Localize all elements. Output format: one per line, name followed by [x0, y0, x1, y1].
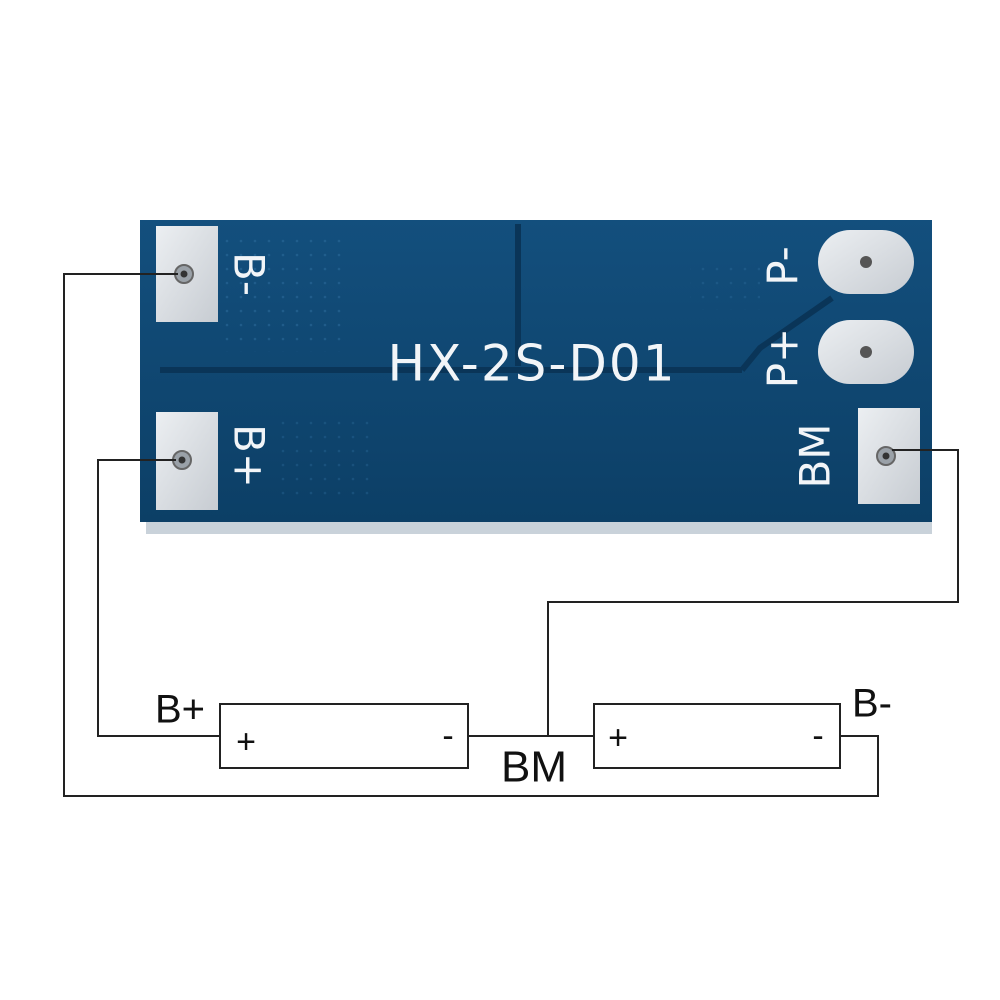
- wiring: [63, 273, 959, 797]
- wire-bm: [547, 449, 959, 736]
- board-model-label: HX-2S-D01: [387, 335, 676, 393]
- via-field-lower: [280, 420, 370, 500]
- via-field-left: [224, 232, 342, 352]
- silk-label-p-minus: P-: [759, 246, 808, 286]
- wire-b-plus: [97, 459, 220, 737]
- silk-label-b-minus: B-: [225, 252, 274, 296]
- silk-label-p-plus: P+: [759, 328, 808, 389]
- pcb-board: B- B+ HX-2S-D01 P- P+ BM: [140, 220, 932, 534]
- label-b-plus: B+: [155, 688, 205, 732]
- cell-negative-sign: -: [442, 717, 453, 755]
- cell-negative-sign: -: [812, 717, 823, 755]
- pcb-edge: [146, 520, 932, 534]
- wire-b-minus: [63, 273, 879, 797]
- cell-body: [219, 703, 469, 769]
- label-bm: BM: [501, 743, 567, 792]
- label-b-minus: B-: [852, 682, 892, 726]
- via-field-right: [690, 260, 760, 310]
- silk-label-bm: BM: [791, 423, 840, 488]
- cell-body: [593, 703, 841, 769]
- battery-cell-1: + -: [219, 703, 469, 769]
- battery-cell-2: + -: [593, 703, 841, 769]
- pcb-trace-diagonal: [739, 295, 834, 372]
- cell-positive-sign: +: [236, 723, 256, 761]
- cell-positive-sign: +: [608, 719, 628, 757]
- silk-label-b-plus: B+: [225, 424, 274, 488]
